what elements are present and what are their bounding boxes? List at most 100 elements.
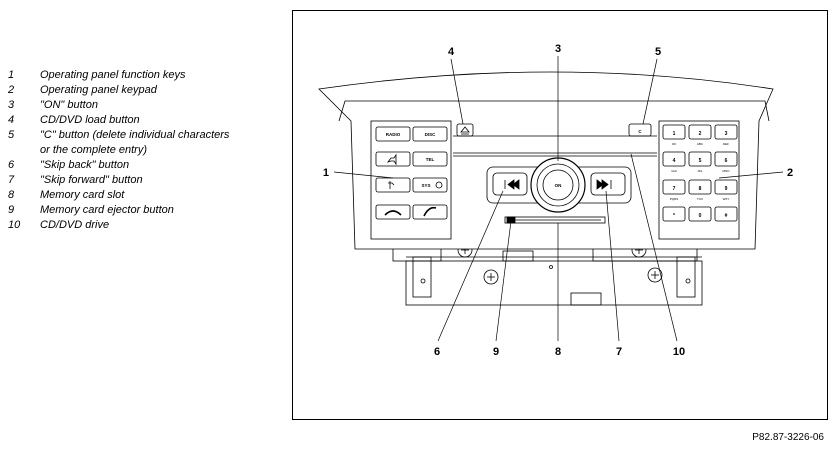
key-sub-label: PQRS bbox=[670, 197, 679, 201]
callout-4: 4 bbox=[448, 46, 455, 58]
leader-line-7 bbox=[605, 190, 620, 342]
legend-text: or the complete entry) bbox=[40, 144, 147, 156]
key-label: 4 bbox=[673, 158, 676, 164]
c-button[interactable]: C bbox=[628, 123, 652, 137]
left-bracket bbox=[412, 256, 432, 298]
key-label: 1 bbox=[673, 131, 676, 137]
legend-number: 10 bbox=[8, 219, 21, 231]
eject-icon bbox=[460, 126, 470, 135]
skip-back-button[interactable] bbox=[492, 172, 528, 196]
sys-label: SYS bbox=[421, 183, 430, 188]
function-key-block bbox=[370, 120, 452, 240]
figure-frame: RADIO DISC TEL SYS bbox=[292, 10, 828, 420]
legend-item: 5 "C" button (delete individual character… bbox=[8, 128, 288, 143]
c-label: C bbox=[638, 129, 642, 134]
keypad-key[interactable] bbox=[662, 179, 686, 195]
audio-button[interactable] bbox=[375, 151, 411, 167]
key-label: # bbox=[725, 213, 728, 219]
navigation-icon bbox=[388, 181, 395, 189]
keypad-key[interactable] bbox=[688, 151, 712, 167]
legend-item: 3 "ON" button bbox=[8, 98, 288, 113]
legend-number bbox=[8, 143, 40, 158]
callout-10: 10 bbox=[673, 346, 685, 358]
leader-line-5 bbox=[642, 58, 658, 125]
legend-item: 6 "Skip back" button bbox=[8, 158, 288, 173]
key-sub-label: JKL bbox=[697, 169, 703, 173]
speaker-icon bbox=[386, 153, 397, 166]
housing-hole bbox=[549, 265, 553, 269]
callout-1: 1 bbox=[323, 167, 329, 179]
phone-hangup-button[interactable] bbox=[375, 204, 411, 220]
sys-button[interactable]: SYS bbox=[412, 177, 448, 193]
on-button[interactable]: ON bbox=[530, 157, 586, 213]
keypad-key[interactable] bbox=[714, 151, 738, 167]
leader-line-9 bbox=[495, 220, 512, 342]
legend-text: Memory card slot bbox=[40, 189, 125, 201]
tel-button[interactable]: TEL bbox=[412, 151, 448, 167]
keypad-key[interactable] bbox=[688, 124, 712, 140]
callout-5: 5 bbox=[655, 46, 661, 58]
legend-item: 8 Memory card slot bbox=[8, 188, 288, 203]
key-sub-label: DEF bbox=[723, 142, 729, 146]
radio-button[interactable]: RADIO bbox=[375, 126, 411, 142]
cd-load-button[interactable] bbox=[456, 123, 474, 137]
right-bracket bbox=[676, 256, 696, 298]
legend-text: "Skip forward" button bbox=[40, 174, 143, 186]
screw bbox=[647, 267, 663, 283]
legend-number: 3 bbox=[8, 99, 15, 111]
tel-label: TEL bbox=[426, 157, 435, 162]
bezel-top-curve bbox=[338, 100, 770, 122]
legend-number: 2 bbox=[8, 84, 15, 96]
skip-forward-button[interactable] bbox=[590, 172, 626, 196]
key-sub-label: GHI bbox=[671, 169, 677, 173]
keypad-key[interactable] bbox=[662, 206, 686, 222]
phone-hangup-icon bbox=[384, 210, 402, 216]
keypad-key[interactable] bbox=[714, 124, 738, 140]
keypad-key[interactable] bbox=[688, 206, 712, 222]
legend-text: CD/DVD load button bbox=[40, 114, 140, 126]
legend-number: 9 bbox=[8, 204, 15, 216]
key-label: 5 bbox=[699, 158, 702, 164]
legend-item: 9 Memory card ejector button bbox=[8, 203, 288, 218]
legend-number: 5 bbox=[8, 129, 15, 141]
legend-number: 1 bbox=[8, 69, 15, 81]
memory-card-slot[interactable] bbox=[504, 216, 606, 224]
key-label: 9 bbox=[725, 186, 728, 192]
legend-number: 6 bbox=[8, 159, 15, 171]
key-label: 0 bbox=[699, 213, 702, 219]
key-label: 7 bbox=[673, 186, 676, 192]
callout-6: 6 bbox=[434, 346, 440, 358]
keypad-key[interactable] bbox=[662, 151, 686, 167]
leader-line-1 bbox=[333, 171, 394, 179]
callout-9: 9 bbox=[493, 346, 499, 358]
key-label: 2 bbox=[699, 131, 702, 137]
legend-text: "ON" button bbox=[40, 99, 98, 111]
legend-text: Memory card ejector button bbox=[40, 204, 174, 216]
on-label: ON bbox=[555, 183, 562, 188]
key-label: * bbox=[673, 213, 675, 219]
legend-text: "Skip back" button bbox=[40, 159, 130, 171]
keypad-key[interactable] bbox=[688, 179, 712, 195]
keypad-key[interactable] bbox=[714, 206, 738, 222]
legend-item: 2 Operating panel keypad bbox=[8, 83, 288, 98]
legend-text: Operating panel keypad bbox=[40, 84, 157, 96]
leader-lines bbox=[333, 56, 784, 342]
keypad-key[interactable] bbox=[662, 124, 686, 140]
skip-forward-icon bbox=[596, 179, 612, 190]
center-tab bbox=[502, 250, 534, 262]
legend-item: 7"Skip forward" button bbox=[8, 173, 288, 188]
keypad-key[interactable] bbox=[714, 179, 738, 195]
leader-line-10 bbox=[630, 153, 678, 342]
disc-label: DISC bbox=[425, 132, 437, 137]
radio-label: RADIO bbox=[386, 132, 401, 137]
disc-button[interactable]: DISC bbox=[412, 126, 448, 142]
legend-text: "C" button (delete individual characters bbox=[40, 129, 230, 141]
phone-answer-button[interactable] bbox=[412, 204, 448, 220]
housing-body bbox=[405, 260, 703, 306]
key-sub-label: MNO bbox=[723, 169, 731, 173]
callout-3: 3 bbox=[555, 43, 561, 55]
legend-number: 8 bbox=[8, 189, 15, 201]
